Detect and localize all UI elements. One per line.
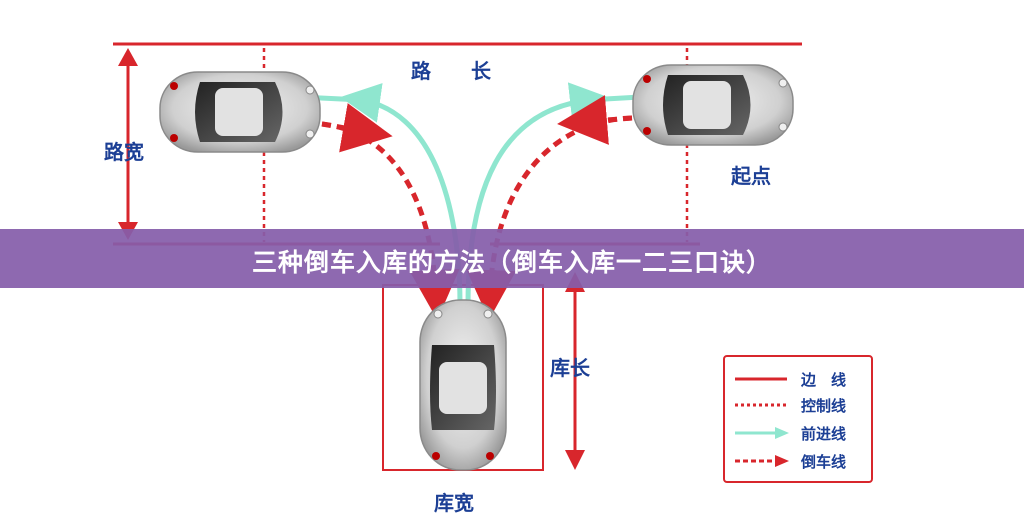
garage-length-label: 库长 [550, 356, 590, 380]
legend-label: 控制线 [801, 397, 847, 415]
garage-length-arrow-bottom [565, 450, 585, 470]
start-point-label: 起点 [731, 164, 771, 188]
legend-dotted-line-icon [735, 403, 787, 407]
legend-red-dashed-arrow-icon [735, 455, 789, 467]
legend-item-control: 控制线 [725, 395, 871, 415]
legend-label: 边 线 [801, 371, 847, 389]
road-width-label: 路宽 [104, 140, 144, 164]
legend-item-boundary: 边 线 [725, 369, 871, 389]
reverse-path-left-head [321, 103, 393, 153]
garage-width-label: 库宽 [434, 491, 474, 515]
forward-path-right-tail [587, 94, 641, 103]
car-right [632, 64, 794, 146]
legend-solid-line-icon [735, 377, 787, 381]
road-length-label: 路 长 [411, 59, 491, 83]
car-garage [419, 299, 507, 471]
car-left [159, 71, 321, 153]
legend-item-forward: 前进线 [725, 423, 871, 443]
banner-title: 三种倒车入库的方法（倒车入库一二三口诀） [251, 248, 772, 277]
legend-item-reverse: 倒车线 [725, 451, 871, 471]
legend-label: 前进线 [801, 425, 847, 443]
reverse-path-right-head [557, 95, 633, 145]
road-width-arrow-top [118, 48, 138, 66]
reverse-path-right [466, 115, 633, 320]
legend: 边 线 控制线 前进线 倒车线 [723, 355, 873, 483]
title-banner: 三种倒车入库的方法（倒车入库一二三口诀） [0, 229, 1024, 288]
legend-green-arrow-icon [735, 427, 789, 439]
legend-label: 倒车线 [801, 453, 847, 471]
